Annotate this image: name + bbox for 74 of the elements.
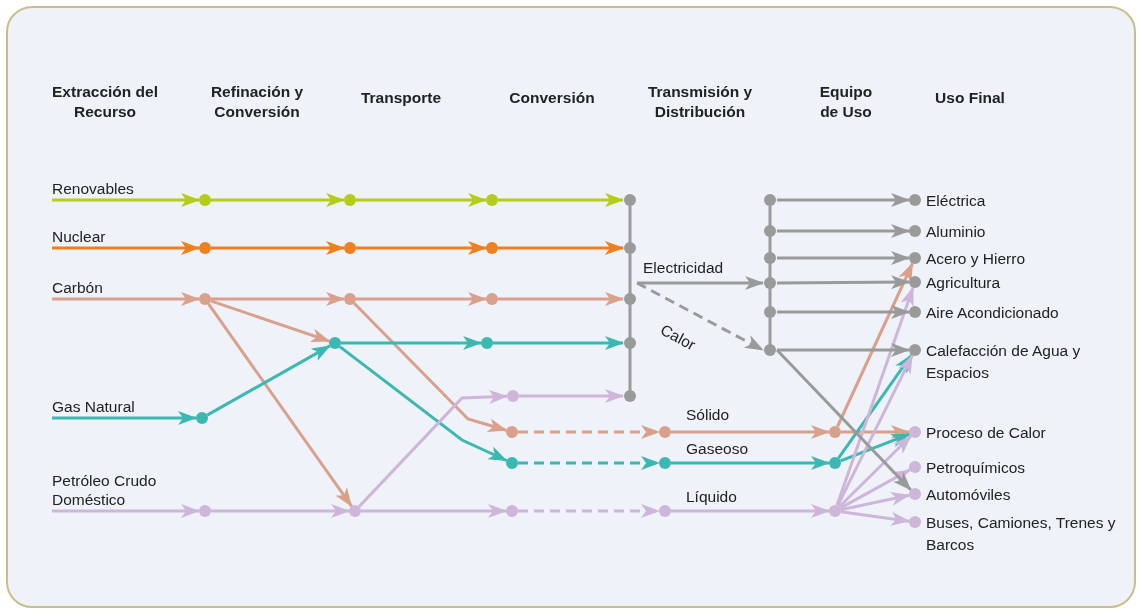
column-heading: Extracción del Recurso bbox=[51, 82, 159, 122]
arrow bbox=[356, 193, 487, 207]
arrow bbox=[840, 432, 911, 463]
node-label: Renovables bbox=[52, 179, 212, 198]
arrow bbox=[775, 348, 912, 491]
arrow bbox=[358, 389, 508, 508]
node-label: Nuclear bbox=[52, 227, 212, 246]
node-label: Agricultura bbox=[926, 273, 1002, 293]
node-label: Proceso de Calor bbox=[926, 423, 1047, 443]
arrow bbox=[211, 241, 345, 255]
node-label: Automóviles bbox=[926, 485, 1012, 505]
column-heading: Equipo de Uso bbox=[818, 82, 874, 122]
arrow bbox=[777, 224, 910, 238]
column-heading: Refinación y Conversión bbox=[209, 82, 305, 122]
arrow bbox=[837, 354, 913, 459]
arrow bbox=[211, 193, 345, 207]
arrow bbox=[211, 504, 350, 518]
arrow bbox=[52, 504, 200, 518]
arrow bbox=[840, 510, 911, 526]
edge-label: Calor bbox=[656, 319, 700, 356]
column-heading: Conversión bbox=[508, 88, 596, 108]
arrow bbox=[835, 286, 915, 506]
arrow bbox=[777, 343, 910, 357]
arrow bbox=[671, 425, 830, 439]
arrow bbox=[211, 292, 345, 306]
arrow bbox=[52, 241, 200, 255]
arrow bbox=[836, 262, 914, 428]
arrow bbox=[52, 292, 200, 306]
arrow bbox=[498, 292, 624, 306]
arrow bbox=[840, 492, 911, 512]
arrow bbox=[839, 468, 911, 510]
arrow bbox=[498, 241, 624, 255]
arrow bbox=[356, 292, 487, 306]
arrow bbox=[671, 504, 830, 518]
arrow bbox=[498, 193, 624, 207]
node-label: Petroquímicos bbox=[926, 458, 1027, 478]
arrow bbox=[777, 305, 910, 319]
arrow bbox=[838, 435, 912, 508]
arrow bbox=[518, 456, 660, 470]
arrow bbox=[52, 193, 200, 207]
arrow bbox=[493, 336, 624, 350]
arrow bbox=[341, 336, 482, 350]
node-label: Gas Natural bbox=[52, 397, 212, 416]
arrow bbox=[637, 276, 764, 290]
arrow bbox=[52, 411, 197, 425]
junction-dot bbox=[506, 505, 518, 517]
arrow bbox=[210, 299, 331, 343]
arrow bbox=[518, 504, 660, 518]
arrow bbox=[207, 303, 353, 507]
node-label: Aire Acondicionado bbox=[926, 303, 1060, 323]
node-label: Calefacción de Agua y Espacios bbox=[926, 341, 1082, 383]
arrow bbox=[841, 425, 910, 439]
node-label: Aluminio bbox=[926, 222, 987, 242]
arrow bbox=[356, 241, 487, 255]
arrow bbox=[777, 251, 910, 265]
arrow bbox=[777, 275, 910, 290]
arrow bbox=[353, 302, 508, 432]
node-label: Eléctrica bbox=[926, 191, 987, 211]
arrow bbox=[518, 425, 660, 439]
column-heading: Transmisión y Distribución bbox=[646, 82, 754, 122]
arrow bbox=[206, 344, 331, 417]
column-heading: Transporte bbox=[359, 88, 443, 108]
node-label: Acero y Hierro bbox=[926, 249, 1027, 269]
arrow bbox=[519, 389, 624, 403]
node-label: Petróleo Crudo Doméstico bbox=[52, 471, 212, 509]
arrow bbox=[777, 193, 910, 207]
arrow bbox=[836, 354, 914, 507]
arrow bbox=[338, 345, 508, 462]
arrow bbox=[671, 456, 830, 470]
node-label: Buses, Camiones, Trenes y Barcos bbox=[926, 513, 1116, 555]
node-label: Carbón bbox=[52, 278, 212, 297]
column-heading: Uso Final bbox=[934, 88, 1006, 108]
arrow bbox=[361, 504, 507, 518]
arrow bbox=[636, 281, 764, 352]
